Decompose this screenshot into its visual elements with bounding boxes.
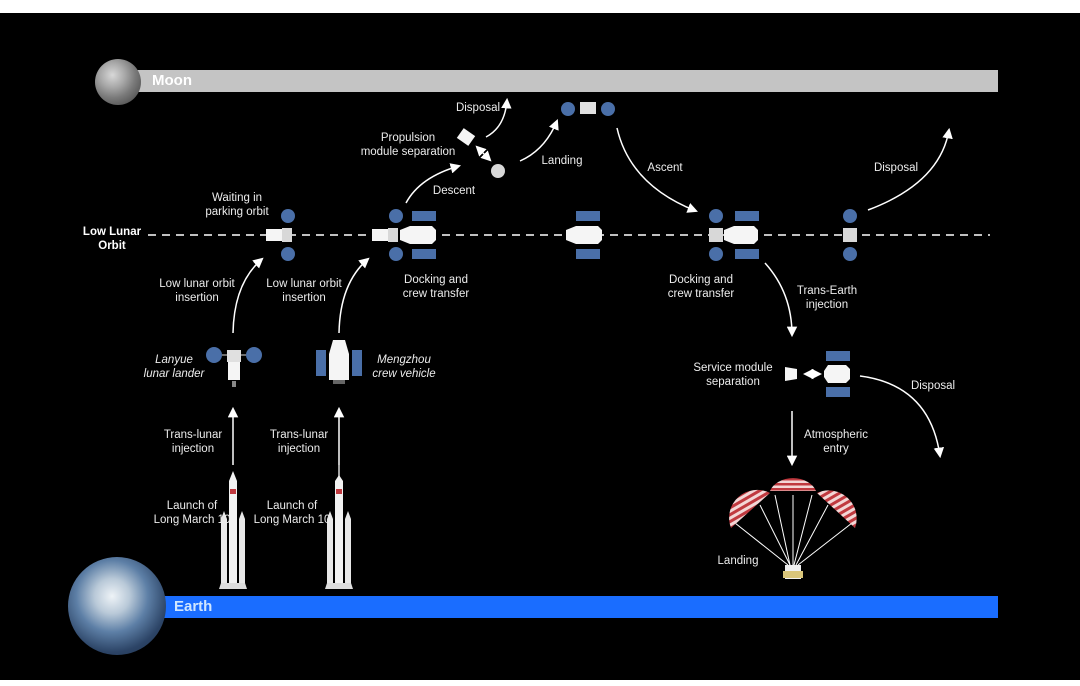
- descent-arrow: [405, 163, 462, 204]
- loi-arrow-1: [232, 257, 264, 334]
- ascent-label: Ascent: [647, 162, 683, 174]
- mengzhou-orbit-icon: [566, 211, 602, 259]
- rocket-icon-2: [325, 465, 353, 589]
- moon-label: Moon: [152, 72, 192, 89]
- disposal-sm-arrow: [859, 375, 945, 459]
- moon-bar: [128, 70, 998, 92]
- propulsion-module-icon: [456, 128, 476, 146]
- descending-lander-icon: [491, 164, 505, 178]
- diagram-graphics: [148, 97, 990, 589]
- disposal-ascent-arrow: [867, 127, 953, 211]
- low-lunar-orbit-label: Low Lunar Orbit: [82, 226, 142, 252]
- mengzhou-icon: [316, 340, 362, 384]
- ascent-arrow: [616, 127, 698, 213]
- disposal-prop-arrow: [485, 97, 512, 138]
- earth-icon: [68, 557, 166, 655]
- earth-label: Earth: [174, 598, 213, 615]
- moon-icon: [95, 59, 141, 105]
- separation-arrow: [475, 145, 492, 162]
- lander-parking-icon: [266, 209, 295, 261]
- reentry-capsule-icon: [824, 351, 850, 397]
- landing-moon-arrow: [519, 119, 559, 162]
- lander-surface-icon: [561, 102, 615, 116]
- disposal-prop-label: Disposal: [455, 102, 501, 114]
- landing-moon-label: Landing: [541, 155, 583, 167]
- parachute-icon: [729, 478, 857, 579]
- loi-arrow-2: [338, 257, 370, 334]
- descent-label: Descent: [432, 185, 476, 197]
- rocket-icon-1: [219, 471, 247, 589]
- tei-arrow: [764, 262, 798, 338]
- docked-stack-icon-1: [372, 209, 436, 261]
- disposal-ascent-label: Disposal: [873, 162, 919, 174]
- landing-earth-label: Landing: [717, 555, 759, 567]
- mission-diagram: Moon Earth: [0, 13, 1080, 680]
- lanyue-lander-icon: [206, 347, 262, 387]
- docked-stack-icon-2: [709, 209, 759, 261]
- service-module-icon: [785, 367, 797, 381]
- ascent-stage-icon: [843, 209, 857, 261]
- earth-bar: [150, 596, 998, 618]
- disposal-sm-label: Disposal: [910, 380, 956, 392]
